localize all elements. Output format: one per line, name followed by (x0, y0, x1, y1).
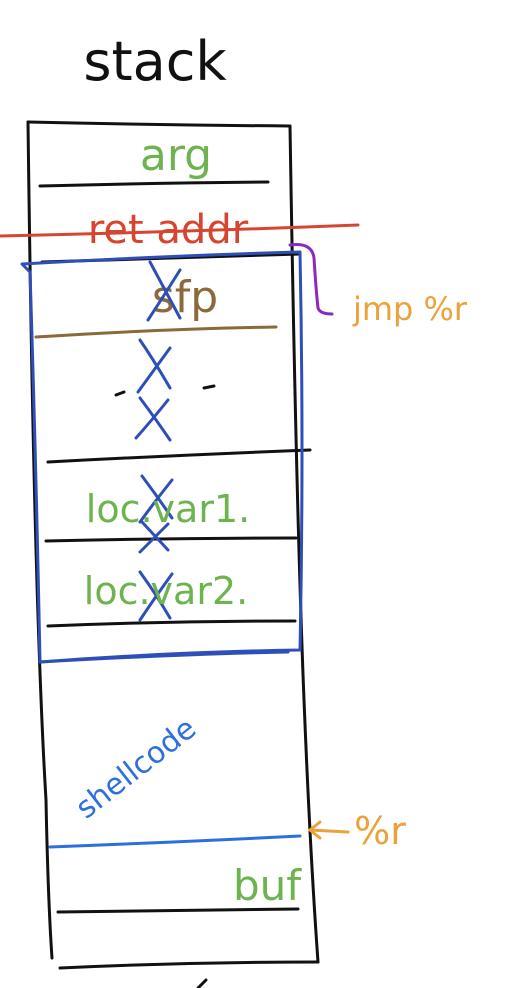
shellcode-label: shellcode (69, 711, 203, 826)
gap-dashes (114, 384, 216, 397)
overwrite-region-box (20, 250, 304, 664)
x-mark-4 (138, 474, 174, 524)
divider-sfp-bottom (34, 325, 278, 339)
overwrite-region-bottom (38, 650, 290, 664)
slot-local-var1-label: loc.var1. (86, 487, 250, 531)
register-divider-line (48, 834, 302, 849)
jump-bracket (288, 243, 334, 316)
diagram-title: stack (83, 30, 227, 93)
ret-addr-strike-line (0, 223, 360, 238)
bottom-tick (196, 978, 208, 988)
overwrite-x-marks (134, 260, 182, 622)
x-mark-5 (138, 520, 170, 554)
slot-local-var2-label: loc.var2. (84, 569, 248, 613)
x-mark-6 (138, 570, 174, 622)
x-mark-1 (146, 260, 182, 322)
divider-var2-bottom (46, 619, 297, 628)
divider-arg-bottom (38, 180, 270, 188)
divider-var1-bottom (44, 536, 298, 543)
divider-buf-top (56, 907, 300, 914)
slot-arg-label: arg (140, 130, 212, 181)
x-mark-2 (136, 338, 172, 394)
register-arrow (307, 820, 350, 840)
x-mark-3 (134, 396, 172, 442)
slot-buf-label: buf (233, 861, 302, 910)
divider-sfp-mid (46, 448, 312, 464)
register-pointer-label: %r (354, 809, 406, 853)
jump-annotation: jmp %r (352, 290, 468, 328)
